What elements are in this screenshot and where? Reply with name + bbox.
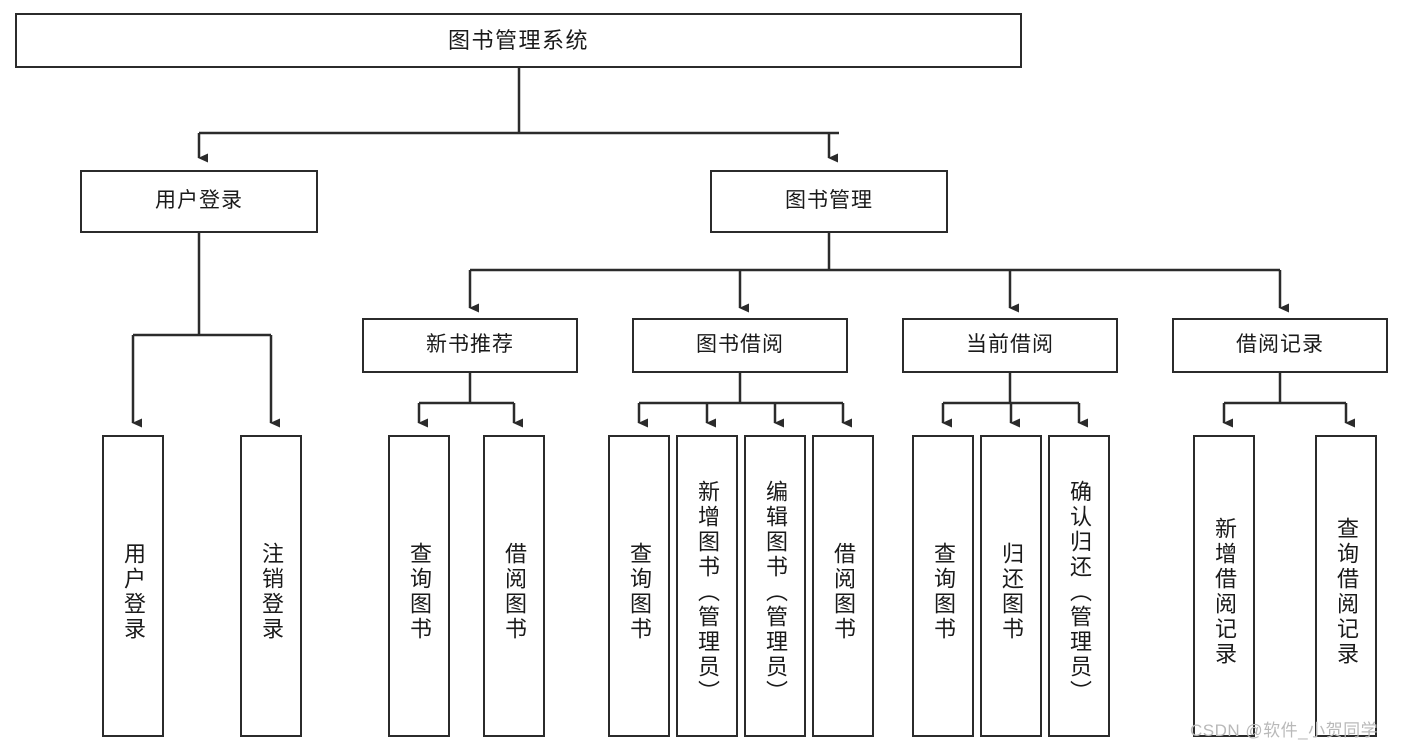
node-root-book-management-system[interactable]: 图书管理系统	[15, 13, 1022, 68]
leaf-borrow-record-add-record[interactable]: 新增借阅记录	[1193, 435, 1255, 737]
leaf-new-book-query-book[interactable]: 查询图书	[388, 435, 450, 737]
node-book-borrow[interactable]: 图书借阅	[632, 318, 848, 373]
node-label: 用户登录	[121, 542, 146, 642]
node-label: 新书推荐	[426, 333, 514, 357]
node-user-login[interactable]: 用户登录	[80, 170, 318, 233]
node-label: 查询借阅记录	[1334, 517, 1359, 667]
node-label: 当前借阅	[966, 333, 1054, 357]
leaf-current-borrow-confirm-return-admin[interactable]: 确认归还（管理员）	[1048, 435, 1110, 737]
leaf-book-borrow-add-book-admin[interactable]: 新增图书（管理员）	[676, 435, 738, 737]
leaf-user-login-logout[interactable]: 注销登录	[240, 435, 302, 737]
node-book-management[interactable]: 图书管理	[710, 170, 948, 233]
node-label: 注销登录	[259, 542, 284, 642]
node-borrow-record[interactable]: 借阅记录	[1172, 318, 1388, 373]
node-label: 借阅记录	[1236, 333, 1324, 357]
leaf-book-borrow-borrow-book[interactable]: 借阅图书	[812, 435, 874, 737]
leaf-book-borrow-edit-book-admin[interactable]: 编辑图书（管理员）	[744, 435, 806, 737]
leaf-current-borrow-query-book[interactable]: 查询图书	[912, 435, 974, 737]
node-label: 图书借阅	[696, 333, 784, 357]
node-label: 借阅图书	[831, 542, 856, 642]
leaf-user-login-login[interactable]: 用户登录	[102, 435, 164, 737]
node-label: 查询图书	[627, 542, 652, 642]
node-label: 借阅图书	[502, 542, 527, 642]
node-label: 归还图书	[999, 542, 1024, 642]
node-label: 编辑图书（管理员）	[763, 480, 788, 705]
leaf-borrow-record-query-record[interactable]: 查询借阅记录	[1315, 435, 1377, 737]
leaf-new-book-borrow-book[interactable]: 借阅图书	[483, 435, 545, 737]
node-label: 查询图书	[407, 542, 432, 642]
node-label: 图书管理	[785, 189, 873, 213]
node-new-book-recommend[interactable]: 新书推荐	[362, 318, 578, 373]
node-label: 确认归还（管理员）	[1067, 480, 1092, 705]
node-label: 图书管理系统	[447, 27, 589, 53]
node-label: 新增借阅记录	[1212, 517, 1237, 667]
leaf-book-borrow-query-book[interactable]: 查询图书	[608, 435, 670, 737]
node-label: 查询图书	[931, 542, 956, 642]
leaf-current-borrow-return-book[interactable]: 归还图书	[980, 435, 1042, 737]
csdn-watermark: CSDN @软件_小贺同学	[1190, 721, 1379, 740]
node-current-borrow[interactable]: 当前借阅	[902, 318, 1118, 373]
node-label: 新增图书（管理员）	[695, 480, 720, 705]
node-label: 用户登录	[155, 189, 243, 213]
